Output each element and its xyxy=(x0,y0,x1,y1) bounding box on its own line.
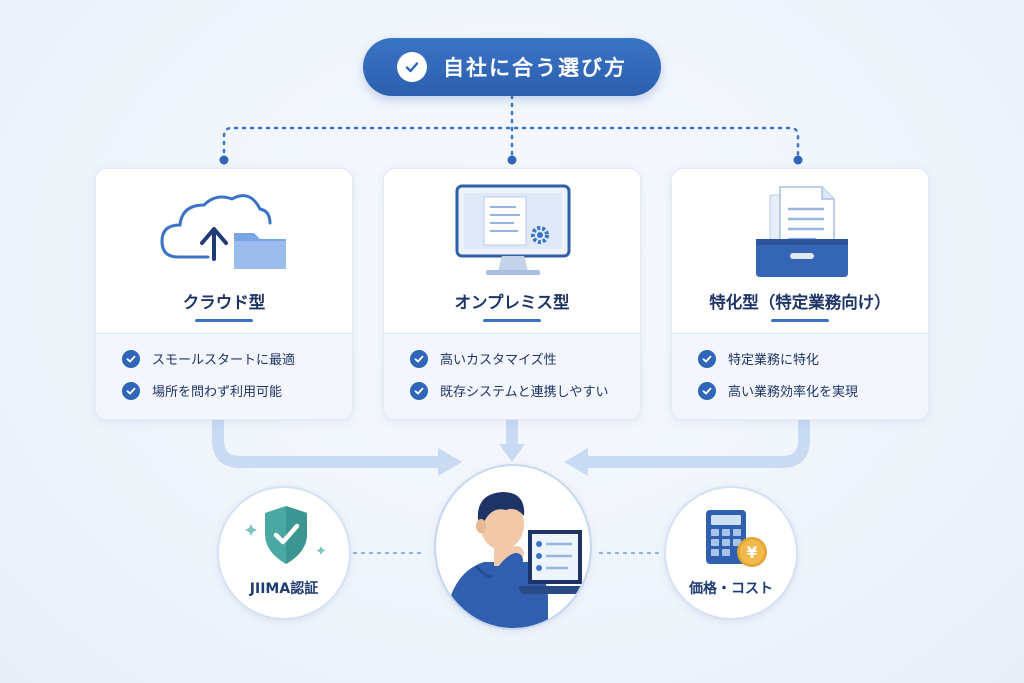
card-specialized: 特化型（特定業務向け） 特定業務に特化 高い業務効率化を実現 xyxy=(671,168,929,420)
card-on-premise: オンプレミス型 高いカスタマイズ性 既存システムと連携しやすい xyxy=(383,168,641,420)
check-icon xyxy=(410,381,428,400)
cloud-upload-folder-icon xyxy=(160,194,286,269)
shield-check-icon xyxy=(245,506,326,564)
feature-text: スモールスタートに最適 xyxy=(152,353,296,368)
card-title: オンプレミス型 xyxy=(454,293,570,312)
price-label: 価格・コスト xyxy=(689,581,773,597)
check-icon xyxy=(122,349,140,368)
feature-text: 高い業務効率化を実現 xyxy=(728,385,859,400)
arrow-left-path xyxy=(212,420,440,468)
card-cloud: クラウド型 スモールスタートに最適 場所を問わず利用可能 xyxy=(95,168,353,420)
document-tray-icon xyxy=(756,186,848,277)
card-underline xyxy=(483,319,541,322)
arrow-center-head xyxy=(499,444,525,462)
person-with-laptop-icon xyxy=(444,492,586,628)
card-underline xyxy=(195,319,253,322)
feature-item: 高いカスタマイズ性 xyxy=(410,349,557,368)
check-icon xyxy=(122,381,140,400)
check-icon xyxy=(698,381,716,400)
connector-dot-right xyxy=(793,155,803,165)
feature-text: 既存システムと連携しやすい xyxy=(440,385,609,400)
header-pill: 自社に合う選び方 xyxy=(363,38,661,96)
feature-item: スモールスタートに最適 xyxy=(122,349,295,368)
monitor-document-gear-icon xyxy=(455,184,571,275)
feature-item: 場所を問わず利用可能 xyxy=(122,381,282,400)
arrow-right-path xyxy=(586,420,810,468)
jiima-label: JIIMA認証 xyxy=(249,581,319,597)
card-title: 特化型（特定業務向け） xyxy=(709,293,891,312)
card-features xyxy=(96,333,352,419)
feature-item: 高い業務効率化を実現 xyxy=(698,381,858,400)
calculator-yen-icon: ¥ xyxy=(706,510,767,567)
card-title: クラウド型 xyxy=(182,293,266,312)
card-underline xyxy=(771,319,829,322)
feature-text: 特定業務に特化 xyxy=(728,353,820,368)
feature-text: 高いカスタマイズ性 xyxy=(440,353,557,368)
price-circle: ¥ 価格・コスト xyxy=(664,486,798,620)
connector-dot-left xyxy=(219,155,229,165)
header-title: 自社に合う選び方 xyxy=(443,56,627,80)
feature-item: 特定業務に特化 xyxy=(698,349,819,368)
check-icon xyxy=(698,349,716,368)
center-circle xyxy=(434,464,592,630)
check-icon xyxy=(410,349,428,368)
card-features xyxy=(384,333,640,419)
card-features xyxy=(672,333,928,419)
feature-text: 場所を問わず利用可能 xyxy=(152,385,283,400)
connector-dot-center xyxy=(507,155,517,165)
jiima-circle: JIIMA認証 xyxy=(217,486,351,620)
feature-item: 既存システムと連携しやすい xyxy=(410,381,608,400)
dotted-connector-top xyxy=(222,94,800,162)
svg-text:¥: ¥ xyxy=(746,543,757,562)
check-circle-icon xyxy=(397,52,427,82)
